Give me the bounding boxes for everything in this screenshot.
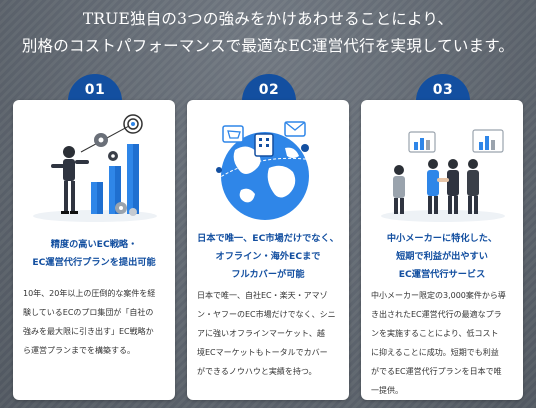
strength-title-3: 中小メーカーに特化した、 短期で利益が出やすい EC運営代行サービス [365, 230, 519, 284]
headline-line-2: 別格のコストパフォーマンスで最適なEC運営代行を実現しています。 [21, 37, 515, 55]
body-line: ができるノウハウと実績を持つ。 [197, 367, 317, 376]
body-line: 中小メーカー限定の3,000案件から導 [371, 291, 506, 300]
body-line: 験しているECのプロ集団が「自社の [23, 308, 154, 317]
body-line: 境ECマーケットもトータルでカバー [197, 348, 328, 357]
body-line: 強みを最大限に引き出す」EC戦略か [23, 327, 154, 336]
body-line: ら運営プランまでを構築する。 [23, 346, 135, 355]
title-line: 日本で唯一、EC市場だけでなく、 [197, 233, 339, 244]
body-line: ン・ヤフーのEC市場だけでなく、シニ [197, 310, 336, 319]
title-line: EC運営代行プランを提出可能 [32, 257, 156, 268]
body-line: アに強いオフラインマーケット、越 [197, 329, 325, 338]
body-line: 10年、20年以上の圧倒的な案件を経 [23, 289, 156, 298]
body-line: 一提供。 [371, 386, 403, 395]
growth-chart-illustration-icon [33, 114, 157, 222]
body-line: 日本で唯一、自社EC・楽天・アマゾ [197, 291, 328, 300]
title-line: 精度の高いEC戦略・ [50, 239, 138, 250]
title-line: フルカバーが可能 [231, 269, 305, 280]
strength-body-1: 10年、20年以上の圧倒的な案件を経 験しているECのプロ集団が「自社の 強みを… [23, 284, 167, 360]
body-line: に抑えることに成功。短期でも利益 [371, 348, 499, 357]
title-line: 短期で利益が出やすい [396, 251, 488, 262]
strength-body-2: 日本で唯一、自社EC・楽天・アマゾ ン・ヤフーのEC市場だけでなく、シニ アに強… [197, 286, 341, 381]
title-line: EC運営代行サービス [398, 269, 486, 280]
title-line: 中小メーカーに特化した、 [386, 233, 498, 244]
strength-title-2: 日本で唯一、EC市場だけでなく、 オフライン・海外ECまで フルカバーが可能 [191, 230, 345, 284]
headline: TRUE独自の3つの強みをかけあわせることにより、 別格のコストパフォーマンスで… [0, 6, 536, 60]
strength-title-1: 精度の高いEC戦略・ EC運営代行プランを提出可能 [17, 236, 171, 272]
strength-body-3: 中小メーカー限定の3,000案件から導 き出されたEC運営代行の最適なプラ ンを… [371, 286, 515, 400]
headline-line-1: TRUE独自の3つの強みをかけあわせることにより、 [82, 10, 454, 28]
body-line: き出されたEC運営代行の最適なプラ [371, 310, 502, 319]
globe-illustration-icon [212, 121, 314, 220]
strength-card-3: 中小メーカーに特化した、 短期で利益が出やすい EC運営代行サービス 中小メーカ… [361, 100, 523, 400]
strength-card-2: 日本で唯一、EC市場だけでなく、 オフライン・海外ECまで フルカバーが可能 日… [187, 100, 349, 400]
title-line: オフライン・海外ECまで [215, 251, 321, 262]
business-meeting-illustration-icon [381, 129, 505, 222]
strength-card-1: 精度の高いEC戦略・ EC運営代行プランを提出可能 10年、20年以上の圧倒的な… [13, 100, 175, 400]
body-line: ンを実施することにより、低コスト [371, 329, 499, 338]
body-line: がでるEC運営代行プランを日本で唯 [371, 367, 502, 376]
